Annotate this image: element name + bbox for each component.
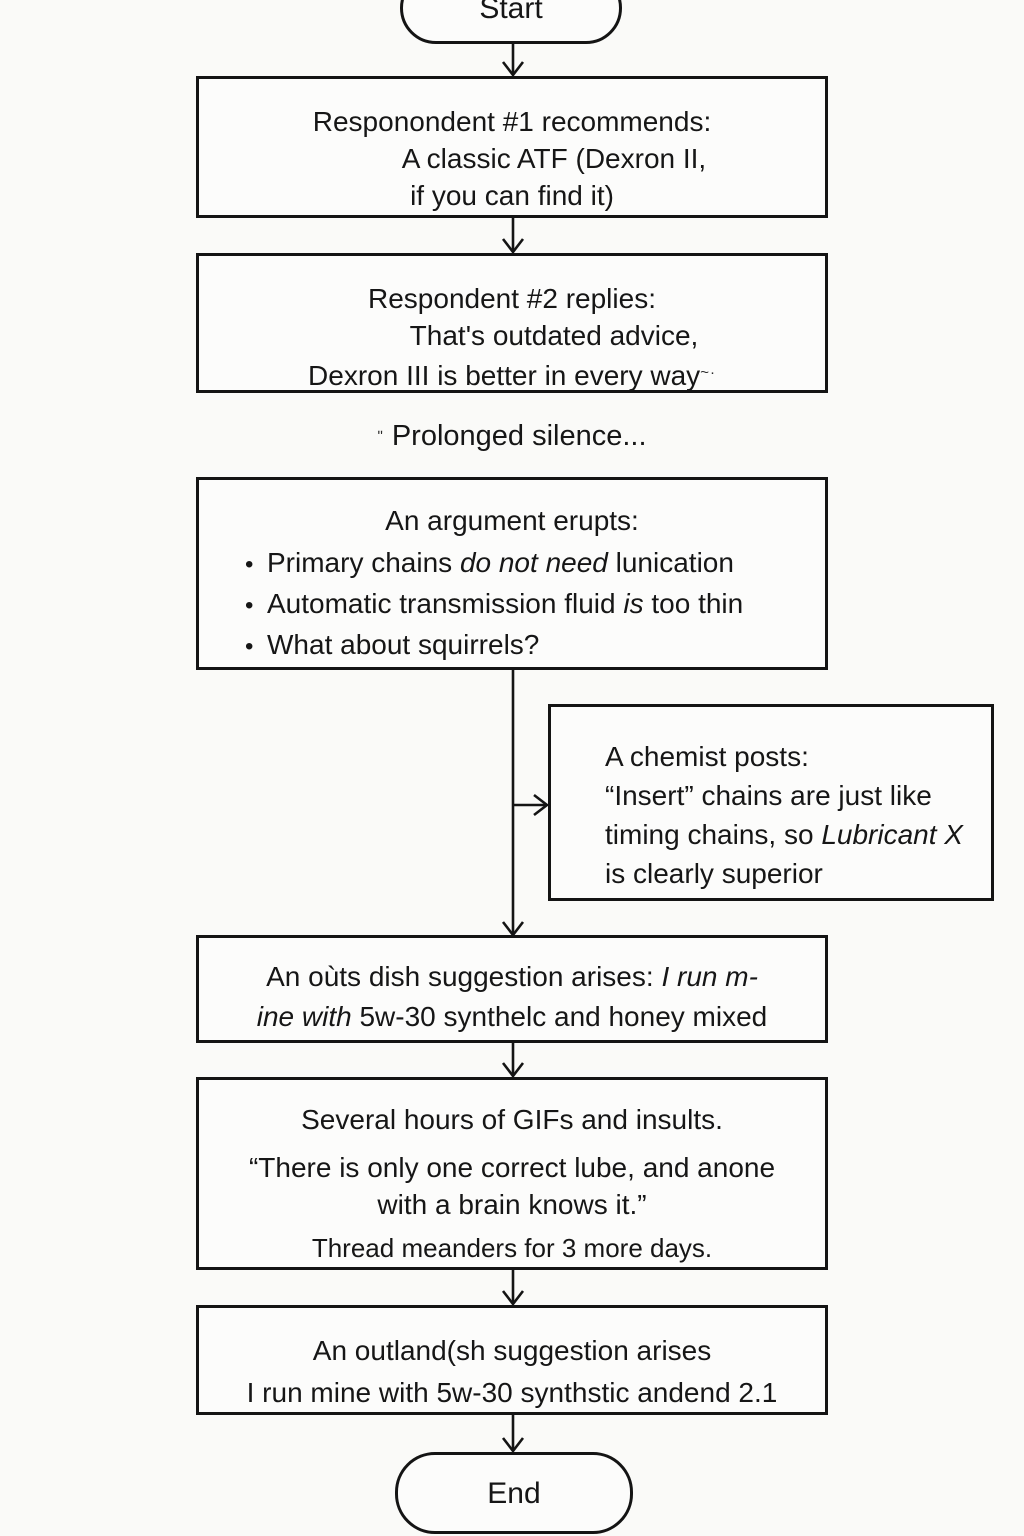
- silence-text: Prolonged silence...: [383, 420, 647, 452]
- bullet2-post: too thin: [643, 588, 744, 619]
- chemist-box: A chemist posts: “Insert” chains are jus…: [548, 704, 994, 901]
- respondent2-line2: That's outdated advice,: [409, 320, 699, 351]
- argument-bullet-3: • What about squirrels?: [245, 625, 805, 666]
- arrow-suggestion1-to-gifs: [499, 1043, 527, 1078]
- bullet-dot-icon: •: [245, 551, 254, 578]
- bullet3-pre: What about squirrels?: [267, 629, 540, 660]
- gifs-line4: Thread meanders for 3 more days.: [311, 1233, 713, 1263]
- chemist-line3-italic: Lubricant X: [821, 819, 963, 850]
- suggestion1-line2-post: 5w-30 synthelc and honey mixed: [359, 1001, 768, 1032]
- gifs-line3: with a brain knows it.”: [377, 1189, 647, 1220]
- respondent1-line1: Responondent #1 recommends:: [312, 106, 712, 137]
- argument-bullet-1: • Primary chains do not need lunication: [245, 543, 805, 584]
- arrow-gifs-to-suggestion2: [499, 1270, 527, 1306]
- argument-bullet-2: • Automatic transmission fluid is too thi…: [245, 584, 805, 625]
- chemist-line3-pre: timing chains, so: [605, 819, 822, 850]
- end-label: End: [487, 1476, 541, 1510]
- suggestion1-line2-italic: ine with: [256, 1001, 360, 1032]
- bullet-dot-icon: •: [245, 592, 254, 619]
- arrow-argument-to-suggestion1: [499, 670, 551, 938]
- respondent2-line3-text: Dexron III is better in every way: [308, 360, 701, 391]
- suggestion2-box: An outland(sh suggestion arises I run mi…: [196, 1305, 828, 1415]
- suggestion1-box: An oùts dish suggestion arises: I run m-…: [196, 935, 828, 1043]
- argument-bullet-list: • Primary chains do not need lunication •…: [199, 543, 825, 666]
- bullet2-italic: is: [623, 588, 644, 619]
- start-terminator: Start: [400, 0, 622, 44]
- gifs-line2: “There is only one correct lube, and ano…: [248, 1152, 776, 1183]
- respondent1-line3: if you can find it): [410, 180, 614, 211]
- suggestion1-line1-pre: An oùts dish suggestion arises:: [266, 961, 662, 992]
- respondent2-line3: Dexron III is better in every way~·: [199, 354, 825, 394]
- argument-box: An argument erupts: • Primary chains do n…: [196, 477, 828, 670]
- arrow-start-to-respondent1: [499, 43, 527, 77]
- bullet1-italic: do not need: [459, 547, 608, 578]
- suggestion1-line2: ine with 5w-30 synthelc and honey mixed: [199, 997, 825, 1037]
- bullet-dot-icon: •: [245, 633, 254, 660]
- suggestion2-line1: An outland(sh suggestion arises: [312, 1335, 712, 1366]
- respondent1-line2: A classic ATF (Dexron II,: [401, 143, 707, 174]
- arrow-suggestion2-to-end: [499, 1415, 527, 1453]
- chemist-line3: timing chains, so Lubricant X: [605, 815, 975, 854]
- start-label: Start: [479, 0, 543, 25]
- arrow-respondent1-to-respondent2: [499, 218, 527, 254]
- suggestion1-line1-italic: I run m-: [661, 961, 758, 992]
- respondent1-box: Responondent #1 recommends: A classic AT…: [196, 76, 828, 218]
- end-terminator: End: [395, 1452, 633, 1534]
- respondent2-line3-mark: ~·: [700, 364, 716, 381]
- chemist-line4: is clearly superior: [605, 858, 823, 889]
- silence-mark: ʺ: [377, 428, 384, 445]
- respondent2-line1: Respondent #2 replies:: [368, 283, 656, 314]
- bullet1-pre: Primary chains: [267, 547, 460, 578]
- gifs-box: Several hours of GIFs and insults. “Ther…: [196, 1077, 828, 1270]
- chemist-line1: A chemist posts:: [605, 741, 809, 772]
- prolonged-silence-text: ʺ Prolonged silence...: [0, 420, 1024, 453]
- suggestion2-line2: I run mine with 5w-30 synthstic andend 2…: [246, 1377, 778, 1408]
- suggestion1-line1: An oùts dish suggestion arises: I run m-: [199, 957, 825, 997]
- bullet2-pre: Automatic transmission fluid: [267, 588, 624, 619]
- chemist-line2: “Insert” chains are just like: [605, 780, 932, 811]
- gifs-line1: Several hours of GIFs and insults.: [301, 1104, 723, 1135]
- bullet1-post: lunication: [607, 547, 734, 578]
- argument-title: An argument erupts:: [385, 505, 639, 536]
- respondent2-box: Respondent #2 replies: That's outdated a…: [196, 253, 828, 393]
